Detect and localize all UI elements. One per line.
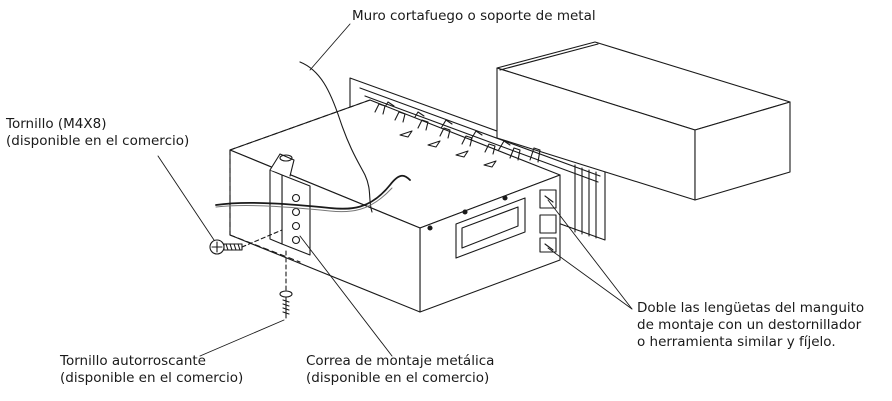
wire <box>215 61 411 213</box>
label-firewall: Muro cortafuego o soporte de metal <box>352 8 596 25</box>
metal-strap <box>269 153 311 256</box>
label-self-tapping-screw-line-2: (disponible en el comercio) <box>60 370 244 386</box>
label-screw-m4x8-line-1: Tornillo (M4X8) <box>6 116 107 132</box>
label-self-tapping-screw: Tornillo autorroscante (disponible en el… <box>60 353 243 387</box>
label-self-tapping-screw-line-1: Tornillo autorroscante <box>60 353 206 369</box>
screw-m4x8-icon <box>209 229 283 255</box>
label-firewall-line: Muro cortafuego o soporte de metal <box>352 8 596 24</box>
label-bend-tabs-line-3: o herramienta similar y fíjelo. <box>637 334 836 350</box>
label-mounting-strap: Correa de montaje metálica (disponible e… <box>306 353 494 387</box>
label-bend-tabs: Doble las lengüetas del manguito de mont… <box>637 300 864 351</box>
dashed-outline <box>229 99 371 263</box>
label-bend-tabs-line-2: de montaje con un destornillador <box>637 317 862 333</box>
label-mounting-strap-line-1: Correa de montaje metálica <box>306 353 495 369</box>
label-screw-m4x8: Tornillo (M4X8) (disponible en el comerc… <box>6 116 189 150</box>
leader-lines <box>157 23 633 357</box>
outer-case <box>496 41 791 201</box>
self-tapping-screw-icon <box>279 247 293 319</box>
label-screw-m4x8-line-2: (disponible en el comercio) <box>6 133 190 149</box>
label-bend-tabs-line-1: Doble las lengüetas del manguito <box>637 300 865 316</box>
label-mounting-strap-line-2: (disponible en el comercio) <box>306 370 490 386</box>
